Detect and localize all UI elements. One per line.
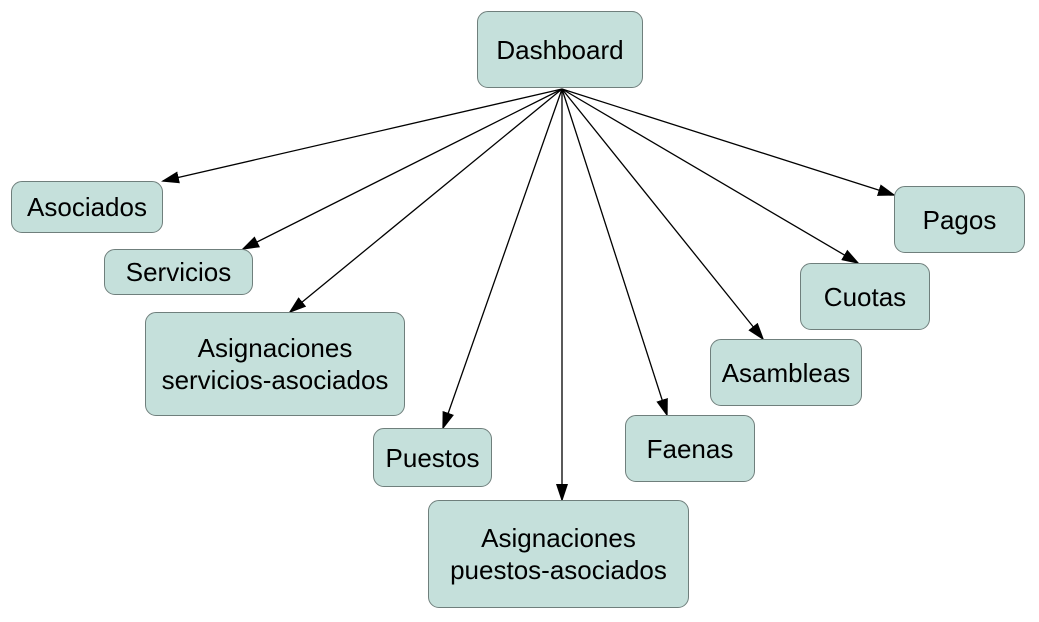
faenas-node[interactable]: Faenas (625, 415, 755, 482)
asignaciones-puestos-node[interactable]: Asignaciones puestos-asociados (428, 500, 689, 608)
edge-dashboard-to-asambleas (561, 88, 765, 341)
puestos-node[interactable]: Puestos (373, 428, 492, 487)
edge-dashboard-to-asignaciones-servicios (288, 88, 563, 314)
edge-dashboard-to-pagos (561, 88, 896, 196)
edge-dashboard-to-faenas (561, 88, 668, 417)
cuotas-node[interactable]: Cuotas (800, 263, 930, 330)
edge-dashboard-to-servicios (241, 88, 563, 250)
pagos-node[interactable]: Pagos (894, 186, 1025, 253)
dashboard-node[interactable]: Dashboard (477, 11, 643, 88)
edge-dashboard-to-cuotas (561, 88, 860, 265)
edge-dashboard-to-puestos (442, 88, 563, 430)
asociados-node[interactable]: Asociados (11, 181, 163, 233)
asignaciones-servicios-node[interactable]: Asignaciones servicios-asociados (145, 312, 405, 416)
edge-dashboard-to-asociados (161, 88, 563, 184)
servicios-node[interactable]: Servicios (104, 249, 253, 295)
asambleas-node[interactable]: Asambleas (710, 339, 862, 406)
